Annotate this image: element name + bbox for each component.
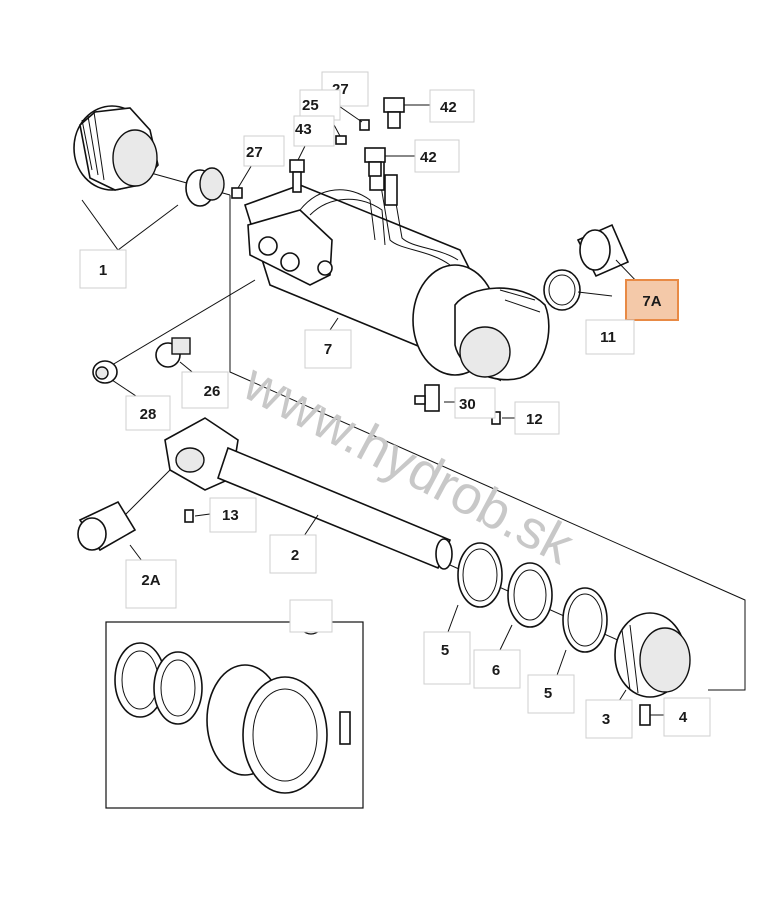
- part-2-piston-rod[interactable]: [164, 417, 453, 570]
- label-42-lower[interactable]: 42: [420, 149, 437, 166]
- part-1-bush[interactable]: [185, 167, 225, 207]
- part-43-fitting[interactable]: [289, 159, 305, 193]
- label-7a[interactable]: 7A: [642, 293, 661, 310]
- part-28-bush[interactable]: [92, 360, 118, 384]
- label-12[interactable]: 12: [526, 411, 543, 428]
- label-30[interactable]: 30: [459, 396, 476, 413]
- part-27-nipple-left[interactable]: [231, 187, 243, 199]
- part-7-valve-block[interactable]: [247, 209, 333, 286]
- label-13[interactable]: 13: [222, 507, 239, 524]
- part-3-piston[interactable]: [614, 612, 691, 698]
- label-4[interactable]: 4: [679, 709, 688, 726]
- label-42-top[interactable]: 42: [440, 99, 457, 116]
- detail-b-box: B: [105, 609, 364, 809]
- part-7a-bush[interactable]: [576, 223, 630, 278]
- part-30-valve[interactable]: [414, 384, 440, 412]
- part-42-plug-lower[interactable]: [364, 147, 386, 177]
- label-6[interactable]: 6: [492, 662, 500, 679]
- part-42-plug-top[interactable]: [383, 97, 405, 129]
- part-27-nipple-top[interactable]: [359, 119, 370, 131]
- label-3[interactable]: 3: [602, 711, 610, 728]
- label-11[interactable]: 11: [600, 329, 616, 346]
- part-13-grease-nipple[interactable]: [184, 509, 194, 523]
- label-5-second[interactable]: 5: [544, 685, 552, 702]
- label-25[interactable]: 25: [302, 97, 319, 114]
- part-11-circlip[interactable]: [543, 269, 581, 311]
- label-28[interactable]: 28: [140, 406, 157, 423]
- part-5-ring-second[interactable]: [562, 587, 608, 653]
- detail-b-seal-set: [114, 642, 351, 794]
- part-labels: 1 27 25 43 27 42 42 7A 11 7 30 12 26 28 …: [79, 71, 711, 739]
- part-4-pin[interactable]: [639, 704, 651, 726]
- part-25-screw[interactable]: [335, 135, 347, 145]
- label-7[interactable]: 7: [324, 341, 332, 358]
- label-43[interactable]: 43: [295, 121, 312, 138]
- label-26[interactable]: 26: [204, 383, 221, 400]
- part-2a-bush[interactable]: [77, 500, 137, 552]
- label-1[interactable]: 1: [99, 262, 107, 279]
- label-5-first[interactable]: 5: [441, 642, 449, 659]
- label-27-left[interactable]: 27: [246, 144, 263, 161]
- part-6-seal[interactable]: [507, 562, 553, 628]
- label-2[interactable]: 2: [291, 547, 299, 564]
- part-1-end-cap[interactable]: [73, 105, 159, 191]
- part-26-grease-nipple[interactable]: [155, 337, 191, 368]
- part-5-ring-first[interactable]: [457, 542, 503, 608]
- label-2a[interactable]: 2A: [141, 572, 160, 589]
